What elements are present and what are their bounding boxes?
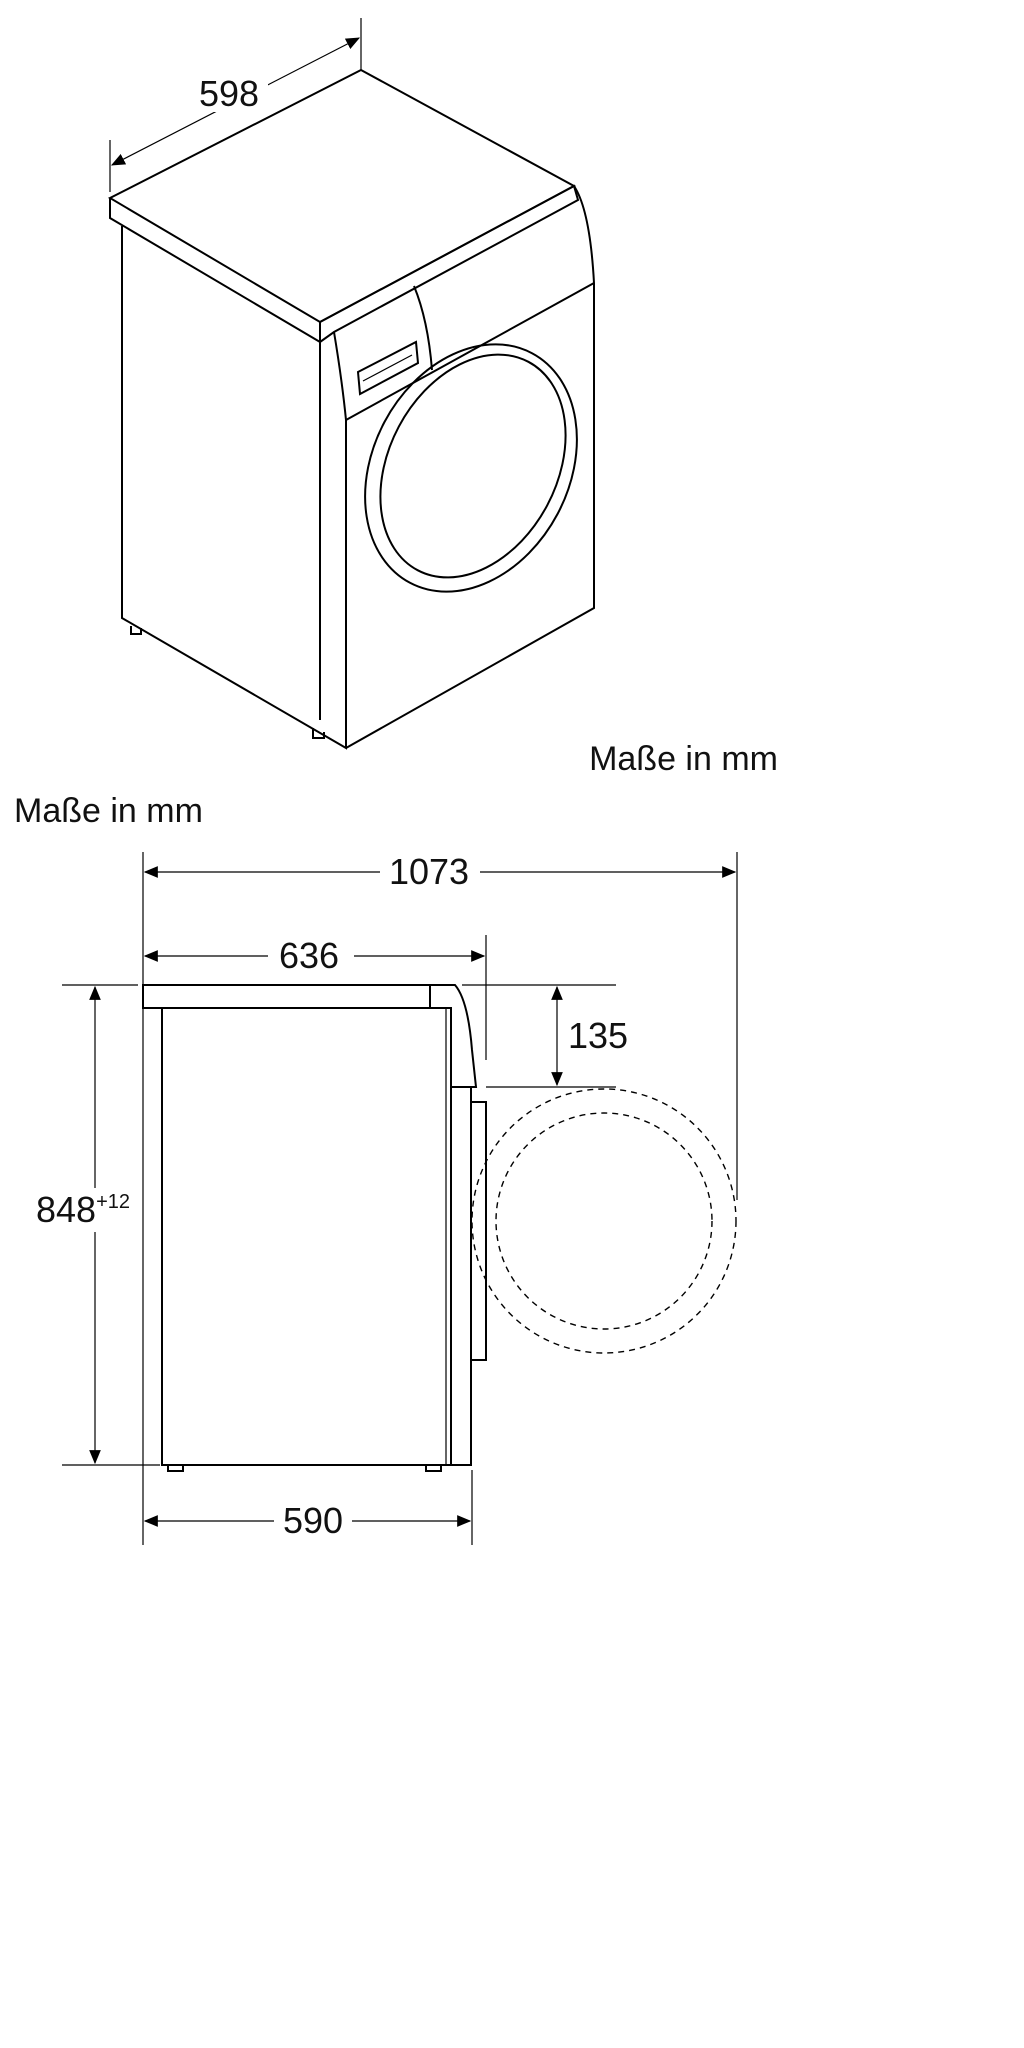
isometric-view: 598 <box>107 18 595 750</box>
depth-dimension: 636 <box>143 934 487 1060</box>
depth-label: 636 <box>279 935 339 976</box>
units-caption-right: Maße in mm <box>589 740 778 778</box>
foot-front <box>312 728 325 739</box>
total-depth-label: 1073 <box>389 851 469 892</box>
foot-left <box>130 626 142 635</box>
width-label: 598 <box>199 73 259 114</box>
height-dimension: 848+12 <box>34 984 160 1466</box>
body-side <box>161 1007 452 1466</box>
side-view: 1073 636 135 848+12 <box>34 850 738 1545</box>
foot-rear <box>167 1465 184 1472</box>
base-depth-label: 590 <box>283 1500 343 1541</box>
height-tolerance: +12 <box>96 1191 130 1213</box>
panel-height-dimension: 135 <box>462 984 628 1088</box>
door-swing <box>471 1088 737 1354</box>
total-depth-dimension: 1073 <box>142 850 738 1545</box>
appliance-dimension-drawing: 598 Maße in mm Maße in mm <box>14 18 778 1545</box>
width-dimension: 598 <box>109 18 362 192</box>
base-depth-dimension: 590 <box>143 1470 473 1545</box>
units-caption-left: Maße in mm <box>14 792 203 830</box>
front-panel <box>450 1086 472 1466</box>
foot-front-side <box>425 1465 442 1472</box>
door-porthole <box>364 343 578 593</box>
worktop <box>142 984 478 1088</box>
height-label: 848+12 <box>36 1189 130 1230</box>
panel-height-label: 135 <box>568 1015 628 1056</box>
height-value: 848 <box>36 1189 96 1230</box>
door-side <box>471 1101 487 1361</box>
detergent-drawer <box>356 340 420 396</box>
